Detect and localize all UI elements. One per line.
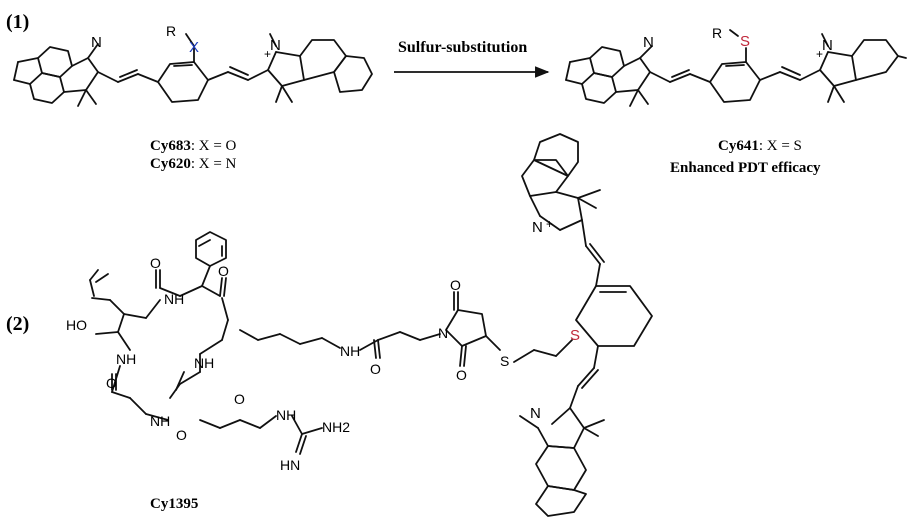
conjugate-n-succ: N	[438, 325, 448, 341]
conjugate-nh2: NH2	[322, 419, 350, 435]
product-r-group: R	[712, 25, 722, 41]
product-s-atom: S	[740, 33, 750, 50]
conjugate-ho: HO	[66, 317, 87, 333]
conjugate-o-4: O	[234, 391, 245, 407]
reactant-r-group: R	[166, 23, 176, 39]
conjugate-plus: +	[546, 217, 553, 231]
product-caption-2: Enhanced PDT efficacy	[670, 160, 821, 176]
product-plus: +	[816, 47, 823, 61]
product-n-left: N	[643, 34, 654, 51]
conjugate-nh-2: NH	[194, 355, 214, 371]
conjugate-n-lower: N	[530, 405, 541, 422]
reactant-plus: +	[264, 47, 271, 61]
conjugate-nh-5: NH	[340, 343, 360, 359]
arrow-label: Sulfur-substitution	[398, 39, 527, 56]
reactant-caption-1: Cy683: X = O	[150, 138, 237, 154]
reactant-caption-2: Cy620: X = N	[150, 156, 237, 172]
part-1-label: (1)	[6, 11, 29, 33]
product-caption-1: Cy641: X = S	[718, 138, 802, 154]
conjugate-name: Cy1395	[150, 496, 198, 512]
product-structure: N R S N +	[565, 25, 907, 107]
reactant-n-right: N	[270, 37, 281, 54]
conjugate-nh-3: NH	[116, 351, 136, 367]
conjugate-o-3: O	[106, 375, 117, 391]
conjugate-o-1: O	[150, 255, 161, 271]
conjugate-n-upper: N	[532, 219, 543, 236]
conjugate-nh-6: NH	[276, 407, 296, 423]
conjugate-hn: HN	[280, 457, 300, 473]
conjugate-s-2: S	[570, 327, 580, 344]
reactant-n-left: N	[91, 34, 102, 51]
conjugate-structure: HO O O NH NH NH NH O O O NH O N O O S S …	[66, 133, 653, 517]
conjugate-o-7: O	[450, 277, 461, 293]
conjugate-nh-4: NH	[150, 413, 170, 429]
reactant-structure: N R X N +	[13, 23, 373, 107]
conjugate-o-5: O	[176, 427, 187, 443]
product-n-right: N	[822, 37, 833, 54]
conjugate-o-2: O	[218, 263, 229, 279]
part-2-label: (2)	[6, 313, 29, 335]
reactant-x-atom: X	[189, 39, 199, 56]
conjugate-nh-1: NH	[164, 291, 184, 307]
conjugate-o-8: O	[456, 367, 467, 383]
conjugate-o-6: O	[370, 361, 381, 377]
conjugate-s-1: S	[500, 353, 509, 369]
